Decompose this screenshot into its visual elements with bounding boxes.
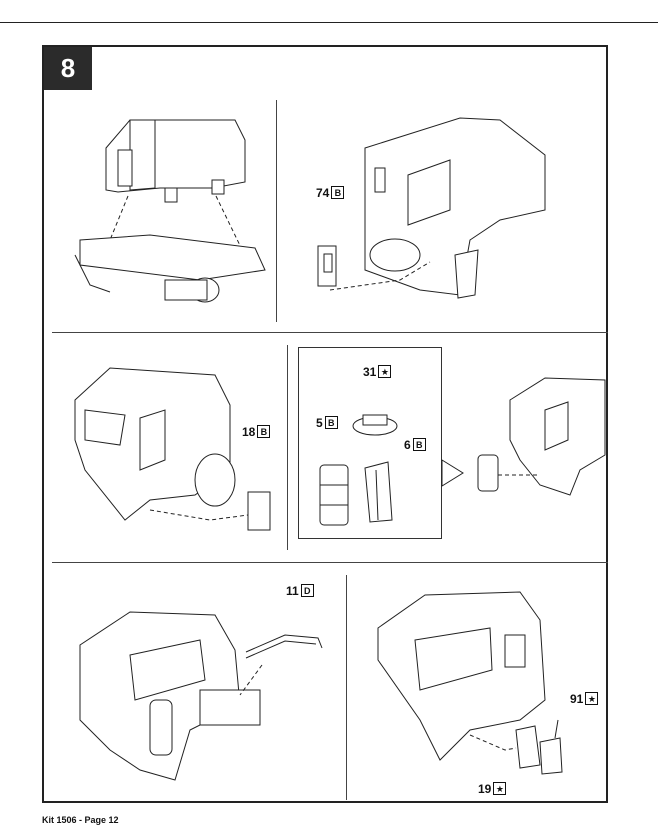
cab-illustration-c: [74, 367, 236, 521]
part-91-shield: [539, 719, 563, 775]
part-code-box: ★: [378, 365, 392, 378]
detail-inset-box: [298, 347, 442, 539]
part-number: 5: [316, 415, 323, 430]
part-label-19: 19 ★: [478, 781, 507, 796]
part-code-box: ★: [585, 692, 599, 705]
part-code-box: B: [331, 186, 345, 199]
inset-pointer: [441, 459, 464, 487]
part-18-bracket: [149, 491, 271, 531]
part-number: 91: [570, 691, 584, 706]
cab-illustration-a: [105, 119, 249, 263]
part-label-6: 6 B: [404, 438, 426, 451]
divider-row1: [52, 332, 608, 333]
leader-19: [469, 734, 517, 751]
part-5-canister: [319, 464, 349, 526]
part-label-31: 31 ★: [363, 364, 392, 379]
part-label-91: 91 ★: [570, 691, 599, 706]
divider-row2: [52, 562, 608, 563]
part-11-pipe: [239, 634, 323, 696]
part-number: 18: [242, 424, 256, 439]
step-number-badge: 8: [44, 47, 92, 90]
part-number: 74: [316, 185, 330, 200]
part-code-box: B: [412, 438, 426, 451]
instruction-frame: 8: [42, 45, 608, 803]
divider-bottom: [346, 575, 347, 800]
part-code-box: B: [257, 425, 271, 438]
part-number: 31: [363, 364, 377, 379]
cab-illustration-d: [477, 377, 606, 496]
page-footer: Kit 1506 - Page 12: [42, 815, 119, 825]
part-code-box: ★: [493, 782, 507, 795]
top-rule: [0, 22, 658, 23]
part-19-bracket: [515, 725, 541, 769]
cab-illustration-b: [364, 117, 546, 299]
part-label-74: 74 B: [316, 185, 345, 200]
divider-top: [276, 100, 277, 322]
cab-illustration-e: [79, 611, 261, 781]
part-label-11: 11 D: [286, 584, 314, 597]
part-74-bracket: [317, 245, 431, 291]
part-number: 11: [286, 583, 299, 598]
part-31-cap: [352, 414, 398, 436]
part-label-18: 18 B: [242, 424, 271, 439]
part-6-bracket: [364, 461, 393, 523]
part-number: 6: [404, 437, 411, 452]
part-label-5: 5 B: [316, 416, 338, 429]
cab-illustration-f: [377, 591, 546, 761]
part-code-box: B: [324, 416, 338, 429]
part-number: 19: [478, 781, 492, 796]
divider-middle: [287, 345, 288, 550]
part-code-box: D: [300, 584, 314, 597]
chassis-illustration-a: [74, 234, 266, 303]
